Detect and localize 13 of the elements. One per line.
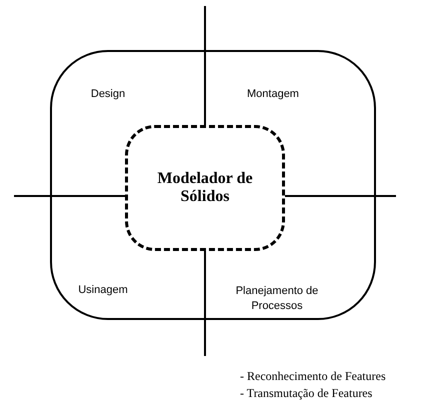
connector-line (204, 6, 206, 125)
connector-line (204, 251, 206, 356)
dashed-rounded-box (125, 125, 285, 251)
area-label: Usinagem (77, 284, 129, 296)
connector-line (14, 195, 125, 197)
area-label: Design (90, 88, 126, 100)
node-title: Modelador de Sólidos (156, 170, 254, 206)
connector-line (285, 195, 396, 197)
note-text: - Reconhecimento de Features (240, 369, 387, 384)
note-text: - Transmutação de Features (240, 386, 374, 401)
area-label: Planejamento de Processos (234, 284, 320, 314)
area-label: Montagem (246, 88, 300, 100)
rounded-frame (50, 50, 376, 320)
